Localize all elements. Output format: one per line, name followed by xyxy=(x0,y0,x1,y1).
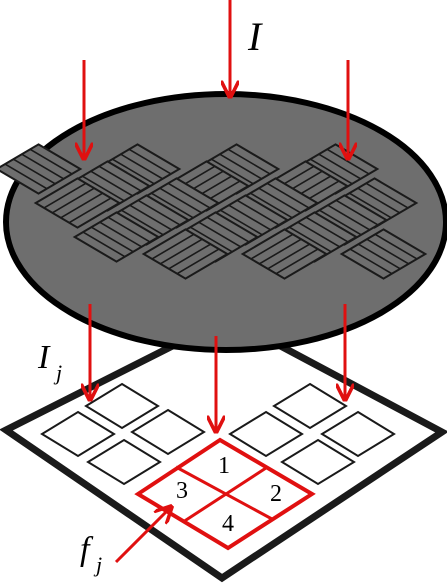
pattern-tile xyxy=(0,143,83,195)
highlighted-filter-region: 1 2 3 4 xyxy=(134,437,316,551)
plate-cell xyxy=(40,410,116,458)
illumination-arrows xyxy=(84,0,348,564)
cell-label-2: 2 xyxy=(270,481,282,507)
plate-cell xyxy=(280,438,356,486)
plate-cell xyxy=(272,382,348,430)
arrow-filter-pointer xyxy=(114,508,170,564)
pattern-tile xyxy=(141,228,230,280)
pattern-tile xyxy=(240,228,329,280)
plate-cell xyxy=(130,408,206,456)
local-field-label: I j xyxy=(37,339,62,385)
svg-text:j: j xyxy=(93,552,102,577)
plate-cell-grid xyxy=(40,382,396,486)
cell-label-3: 3 xyxy=(176,478,188,504)
svg-text:I: I xyxy=(37,339,51,376)
incident-field-label: I xyxy=(247,14,263,59)
svg-text:j: j xyxy=(53,360,62,385)
pattern-tile xyxy=(33,177,122,229)
pattern-tile xyxy=(339,228,428,280)
filter-label: f j xyxy=(80,531,102,577)
plate-cell xyxy=(86,438,162,486)
plate-cell xyxy=(320,410,396,458)
disk-pattern-grid xyxy=(0,143,428,280)
cell-label-4: 4 xyxy=(222,511,234,537)
cell-label-1: 1 xyxy=(218,453,230,479)
svg-text:f: f xyxy=(80,531,94,568)
pattern-tile xyxy=(231,177,320,229)
pattern-tile xyxy=(72,211,161,263)
plate-cell xyxy=(228,410,304,458)
